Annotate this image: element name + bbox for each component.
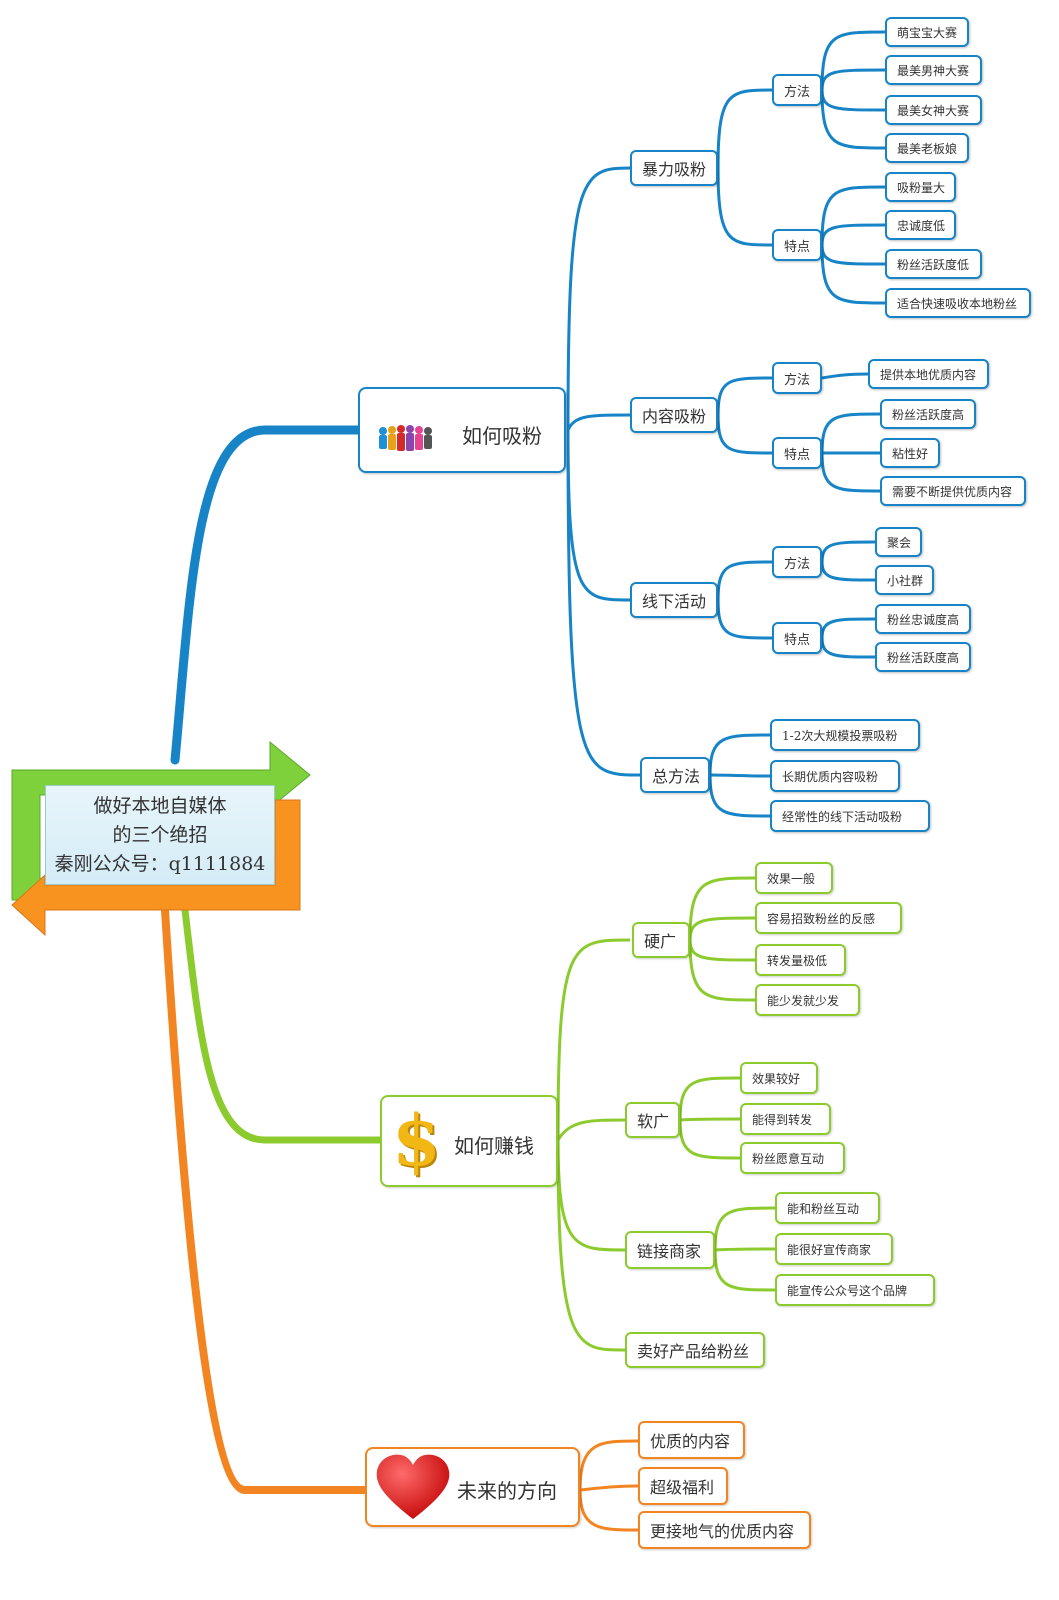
node-features[interactable]: 特点	[772, 622, 822, 654]
leaf-item[interactable]: 聚会	[875, 527, 922, 557]
main-topic-make-money[interactable]: $ 如何赚钱	[380, 1095, 558, 1187]
leaf-item[interactable]: 粉丝活跃度高	[875, 642, 971, 672]
leaf-item[interactable]: 粘性好	[880, 438, 940, 468]
leaf-item[interactable]: 1-2次大规模投票吸粉	[770, 719, 920, 751]
leaf-item[interactable]: 小社群	[875, 565, 934, 595]
central-topic[interactable]: 做好本地自媒体 的三个绝招 秦刚公众号：q1111884	[45, 785, 275, 885]
leaf-item[interactable]: 忠诚度低	[885, 210, 956, 240]
main-topic-label: 未来的方向	[457, 1479, 557, 1503]
subtopic-link-merchants[interactable]: 链接商家	[625, 1231, 715, 1269]
main-topic-future-direction[interactable]: 未来的方向	[365, 1447, 580, 1527]
main-topic-label: 如何赚钱	[454, 1134, 534, 1158]
subtopic-sell-products[interactable]: 卖好产品给粉丝	[625, 1332, 765, 1368]
leaf-item[interactable]: 长期优质内容吸粉	[770, 760, 900, 792]
subtopic-content-attract[interactable]: 内容吸粉	[630, 397, 718, 433]
leaf-item[interactable]: 能宣传公众号这个品牌	[775, 1274, 935, 1306]
leaf-item[interactable]: 萌宝宝大赛	[885, 17, 969, 47]
leaf-item[interactable]: 能很好宣传商家	[775, 1233, 893, 1265]
leaf-item[interactable]: 粉丝忠诚度高	[875, 604, 971, 634]
node-features[interactable]: 特点	[772, 229, 822, 261]
leaf-item[interactable]: 最美女神大赛	[885, 95, 982, 125]
leaf-item[interactable]: 超级福利	[638, 1467, 728, 1505]
leaf-item[interactable]: 粉丝愿意互动	[740, 1142, 845, 1174]
leaf-item[interactable]: 需要不断提供优质内容	[880, 476, 1026, 506]
leaf-item[interactable]: 转发量极低	[755, 944, 846, 976]
leaf-item[interactable]: 能得到转发	[740, 1103, 831, 1135]
leaf-item[interactable]: 粉丝活跃度低	[885, 249, 982, 279]
leaf-item[interactable]: 适合快速吸收本地粉丝	[885, 288, 1031, 318]
subtopic-violent-attract[interactable]: 暴力吸粉	[630, 150, 718, 186]
leaf-item[interactable]: 粉丝活跃度高	[880, 399, 976, 429]
leaf-item[interactable]: 效果较好	[740, 1062, 818, 1094]
subtopic-hard-ads[interactable]: 硬广	[632, 922, 690, 958]
people-icon	[379, 425, 432, 451]
main-topic-label: 如何吸粉	[462, 424, 542, 448]
leaf-item[interactable]: 最美老板娘	[885, 133, 969, 163]
node-method[interactable]: 方法	[772, 362, 822, 394]
leaf-item[interactable]: 优质的内容	[638, 1421, 745, 1459]
node-method[interactable]: 方法	[772, 74, 822, 106]
leaf-item[interactable]: 吸粉量大	[885, 172, 956, 202]
subtopic-soft-ads[interactable]: 软广	[625, 1102, 680, 1138]
leaf-item[interactable]: 提供本地优质内容	[868, 359, 989, 389]
leaf-item[interactable]: 能和粉丝互动	[775, 1192, 880, 1224]
leaf-item[interactable]: 容易招致粉丝的反感	[755, 902, 902, 934]
subtopic-offline-events[interactable]: 线下活动	[630, 582, 718, 618]
central-topic-line1: 做好本地自媒体	[93, 794, 227, 817]
central-topic-line3: 秦刚公众号：q1111884	[54, 852, 266, 875]
dollar-icon: $	[392, 1099, 441, 1182]
main-topic-attract-fans[interactable]: 如何吸粉	[358, 387, 566, 473]
heart-icon	[376, 1454, 450, 1519]
node-method[interactable]: 方法	[772, 546, 822, 578]
leaf-item[interactable]: 能少发就少发	[755, 984, 860, 1016]
leaf-item[interactable]: 经常性的线下活动吸粉	[770, 800, 930, 832]
central-topic-line2: 的三个绝招	[112, 823, 208, 846]
leaf-item[interactable]: 最美男神大赛	[885, 55, 982, 85]
leaf-item[interactable]: 更接地气的优质内容	[638, 1511, 811, 1549]
subtopic-overall-methods[interactable]: 总方法	[640, 757, 710, 793]
node-features[interactable]: 特点	[772, 437, 822, 469]
leaf-item[interactable]: 效果一般	[755, 862, 833, 894]
